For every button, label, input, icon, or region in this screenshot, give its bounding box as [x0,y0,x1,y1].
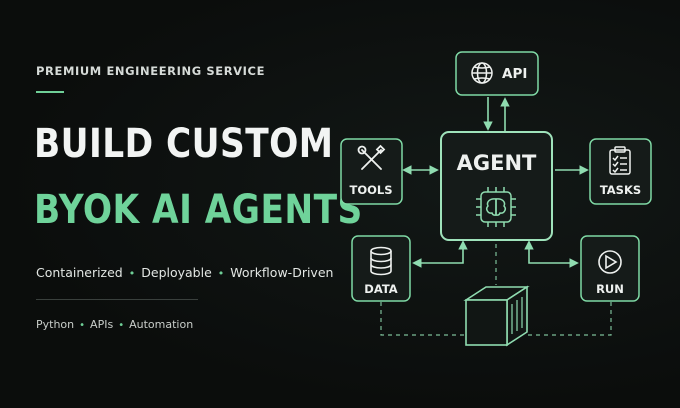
dashed-run-container [528,302,612,336]
run-node: RUN [580,235,640,302]
tech-item: Python [36,318,75,331]
headline-line-1: BUILD CUSTOM [34,121,334,167]
wrench-screwdriver-icon [357,144,386,170]
clipboard-checklist-icon [609,146,631,175]
agent-label: AGENT [457,151,537,175]
agent-node: AGENT [440,131,553,241]
play-circle-icon [598,250,622,274]
tasks-label: TASKS [600,183,641,197]
tech-item: APIs [90,318,114,331]
headline-line-2: BYOK AI AGENTS [34,187,363,233]
hero-text: PREMIUM ENGINEERING SERVICE BUILD CUSTOM… [34,64,362,331]
bullet-separator: • [128,267,136,280]
api-label: API [502,66,527,82]
tasks-node: TASKS [589,138,652,205]
container-box-icon [463,285,530,347]
bullet-separator: • [118,320,125,331]
dashed-data-container [380,302,466,336]
feature-item: Deployable [141,265,212,280]
connector-agent-data [412,240,468,268]
globe-icon [471,62,493,84]
tools-label: TOOLS [349,183,392,197]
feature-list: Containerized • Deployable • Workflow-Driven [36,265,333,280]
feature-item: Workflow-Driven [230,265,334,280]
eyebrow-accent-rule [36,91,64,93]
bullet-separator: • [79,320,86,331]
chip-brain-icon [476,187,516,227]
eyebrow-label: PREMIUM ENGINEERING SERVICE [36,64,266,78]
database-icon [370,246,392,276]
bullet-separator: • [217,267,225,280]
tech-list: Python • APIs • Automation [36,318,193,331]
data-node: DATA [351,235,411,302]
connector-agent-run [524,240,579,268]
run-label: RUN [596,282,624,296]
tools-node: TOOLS [340,138,403,205]
feature-item: Containerized [36,265,123,280]
divider [36,299,198,300]
data-label: DATA [364,282,398,296]
tech-item: Automation [129,318,194,331]
api-node: API [455,51,539,96]
